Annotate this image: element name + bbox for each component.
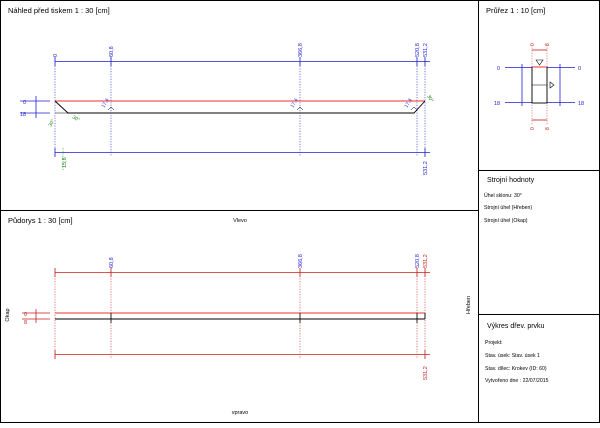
section-bottom-dim-8: 8 bbox=[545, 127, 551, 130]
main-view-title: Náhled před tiskem 1 : 30 [cm] bbox=[8, 6, 110, 15]
plan-top-dim-0: 60,8 bbox=[109, 257, 115, 268]
main-elevation-view: Náhled před tiskem 1 : 30 [cm] 0 60,8 36… bbox=[8, 6, 434, 175]
beam-outline bbox=[54, 100, 426, 114]
notch-3 bbox=[410, 106, 418, 111]
plan-view-title: Půdorys 1 : 30 [cm] bbox=[8, 216, 73, 225]
section-top-dim-8: 8 bbox=[545, 43, 551, 46]
machine-values-title: Strojní hodnoty bbox=[487, 177, 535, 184]
created-line: Vytvořeno dne : 22/07/2015 bbox=[485, 378, 549, 384]
drawing-info-panel: Výkres dřev. prvku Projekt: Stav. úsek: … bbox=[485, 323, 549, 384]
angle-label-1: 30° bbox=[48, 118, 57, 128]
section-top-dim-0: 0 bbox=[530, 43, 536, 46]
plan-side-bottom: vpravo bbox=[232, 410, 249, 416]
bottom-dim-label-1: 531,2 bbox=[423, 161, 429, 175]
plan-side-left: Okap bbox=[5, 308, 11, 321]
project-line: Projekt: bbox=[485, 340, 503, 346]
plan-bottom-dim-0: 531,2 bbox=[423, 366, 429, 380]
plan-top-dim-3: 531,2 bbox=[423, 254, 429, 268]
plan-top-dim-2: 520,8 bbox=[415, 254, 421, 268]
notch-label-3: 17,4 bbox=[404, 97, 414, 109]
roof-angle-value: Úhel sklonu: 30° bbox=[484, 192, 522, 199]
eaves-machine-angle: Strojní úhel (Okap) bbox=[484, 218, 528, 224]
section-view: Průřez 1 : 10 [cm] 0 18 0 18 0 8 0 8 bbox=[486, 6, 584, 130]
stage-line: Stav. úsek: Stav. úsek 1 bbox=[485, 353, 540, 359]
angle-label-2: 30° bbox=[71, 115, 81, 124]
plan-notch-marks bbox=[110, 313, 418, 323]
top-dim-label-0: 0 bbox=[53, 54, 59, 57]
top-dim-label-4: 531,2 bbox=[423, 43, 429, 57]
top-dim-label-1: 60,8 bbox=[109, 46, 115, 57]
section-marker-side bbox=[549, 81, 555, 89]
section-right-level-18: 18 bbox=[578, 101, 584, 107]
plan-side-right: Hřeben bbox=[466, 296, 472, 314]
drawing-info-title: Výkres dřev. prvku bbox=[487, 323, 545, 330]
plan-level-label-0: 0 bbox=[24, 312, 27, 318]
notch-label-2: 17,4 bbox=[290, 97, 300, 109]
main-dimension-ticks bbox=[54, 57, 426, 157]
ridge-machine-angle: Strojní úhel (Hřeben) bbox=[484, 205, 532, 211]
section-right-level-0: 0 bbox=[578, 66, 581, 72]
notch-1 bbox=[107, 106, 115, 111]
top-dim-label-3: 520,8 bbox=[415, 43, 421, 57]
plan-view: Půdorys 1 : 30 [cm] Vlevo vpravo Okap Hř… bbox=[5, 216, 472, 416]
machine-values-panel: Strojní hodnoty Úhel sklonu: 30° Strojní… bbox=[484, 177, 535, 224]
plan-level-label-8: 8 bbox=[24, 320, 27, 326]
plan-dimension-ticks bbox=[54, 268, 426, 359]
plan-side-top: Vlevo bbox=[233, 218, 247, 224]
level-label-18: 18 bbox=[20, 112, 26, 118]
section-marker-top bbox=[535, 59, 544, 66]
level-label-0: 0 bbox=[23, 100, 26, 106]
element-line: Stav. dílec: Krokev (ID: 60) bbox=[485, 366, 547, 372]
section-bottom-dim-0: 0 bbox=[530, 127, 536, 130]
section-left-level-18: 18 bbox=[494, 101, 500, 107]
angle-label-3: 30° bbox=[425, 94, 434, 104]
section-view-title: Průřez 1 : 10 [cm] bbox=[486, 6, 545, 15]
notch-label-1: 17,4 bbox=[101, 97, 111, 109]
main-vertical-guides bbox=[54, 58, 426, 156]
plan-top-dim-1: 366,8 bbox=[298, 254, 304, 268]
notch-2 bbox=[296, 106, 304, 111]
bottom-dim-label-0: 15,6 bbox=[62, 157, 68, 168]
top-dim-label-2: 366,8 bbox=[298, 43, 304, 57]
section-left-level-0: 0 bbox=[497, 66, 500, 72]
